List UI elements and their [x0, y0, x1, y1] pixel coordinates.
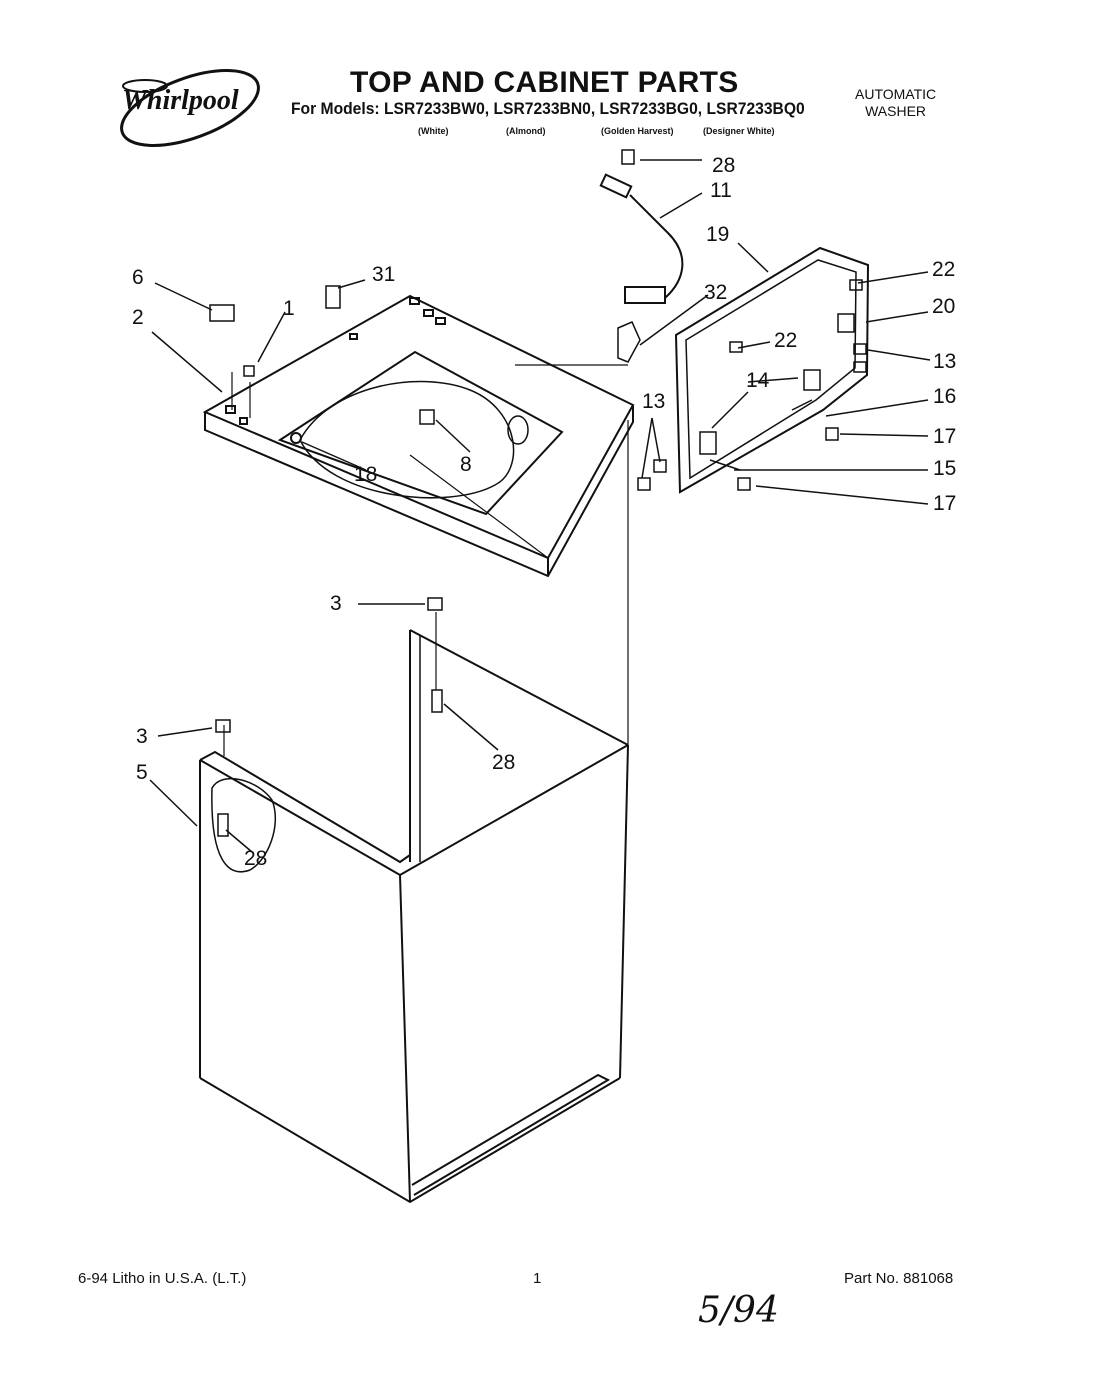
callout-17-bushing-upper: 17	[933, 425, 957, 448]
callout-16-hinge-rod: 16	[933, 385, 957, 408]
product-category: AUTOMATIC WASHER	[855, 86, 936, 120]
callout-22-bumper: 22	[932, 258, 956, 281]
callout-leaders	[149, 159, 931, 853]
logo-wordmark: Whirlpool	[122, 85, 239, 116]
callout-2-top: 2	[132, 306, 144, 329]
callout-1-pad: 1	[283, 297, 295, 320]
category-line-2: WASHER	[865, 103, 927, 119]
callout-13-screw-left: 13	[642, 390, 666, 413]
print-info: 6-94 Litho in U.S.A. (L.T.)	[78, 1270, 247, 1287]
color-label-golden-harvest: (Golden Harvest)	[601, 126, 674, 136]
color-label-almond: (Almond)	[506, 126, 546, 136]
callout-5-cabinet: 5	[136, 761, 148, 784]
models-line: For Models: LSR7233BW0, LSR7233BN0, LSR7…	[291, 99, 805, 118]
callout-32-actuator: 32	[704, 281, 728, 304]
callout-31-bracket: 31	[372, 263, 396, 286]
lid-switch-assembly	[599, 173, 684, 363]
part-number: Part No. 881068	[844, 1270, 954, 1287]
page-number: 1	[533, 1270, 542, 1287]
guide-lines	[223, 364, 629, 756]
cabinet	[199, 629, 629, 1204]
callout-18-plug: 18	[354, 463, 378, 486]
callout-11-lid-switch: 11	[710, 179, 732, 202]
top-panel	[202, 294, 635, 578]
callout-28-screw: 28	[712, 154, 736, 177]
callout-28-screw-inset: 28	[244, 847, 268, 870]
callout-19-lid: 19	[706, 223, 730, 246]
callout-17-bushing-lower: 17	[933, 492, 957, 515]
callout-22-bumper-lower: 22	[774, 329, 798, 352]
color-label-designer-white: (Designer White)	[703, 126, 775, 136]
handwritten-note: 5/94	[698, 1290, 779, 1331]
callout-20-striker: 20	[932, 295, 956, 318]
callout-3-clip-upper: 3	[330, 592, 342, 615]
callout-3-clip-lower: 3	[136, 725, 148, 748]
callout-14-hinge: 14	[746, 369, 770, 392]
callout-13-screw-right: 13	[933, 350, 957, 373]
hardware-parts	[209, 149, 867, 837]
callout-8-screw: 8	[460, 453, 472, 476]
callout-6-clip: 6	[132, 266, 144, 289]
callout-15-hinge-rod: 15	[933, 457, 957, 480]
page-title: TOP AND CABINET PARTS	[350, 66, 739, 99]
color-label-white: (White)	[418, 126, 449, 136]
category-line-1: AUTOMATIC	[855, 86, 937, 102]
lid	[674, 246, 870, 494]
callout-28-screw-cabinet: 28	[492, 751, 516, 774]
